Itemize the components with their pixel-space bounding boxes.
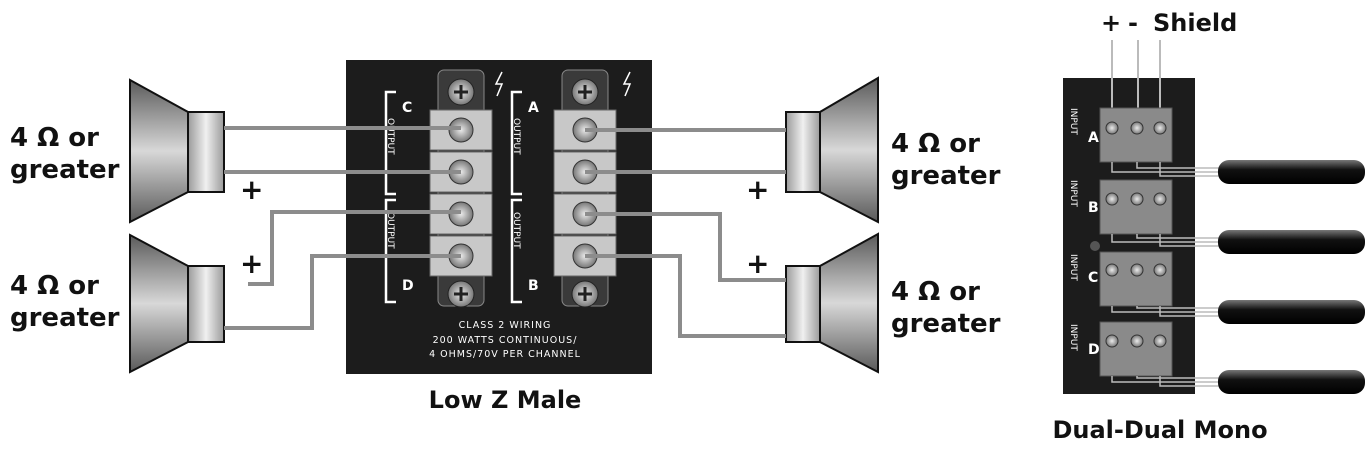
speaker-label-top-left-1: 4 Ω or	[10, 123, 99, 153]
hazard-icon	[494, 71, 504, 97]
header-minus: -	[1128, 9, 1138, 37]
speaker-bottom-right	[785, 232, 879, 374]
bracket-d	[384, 198, 396, 304]
input-word: INPUT	[1068, 180, 1078, 207]
input-word: INPUT	[1068, 324, 1078, 351]
plus-sign: +	[240, 247, 263, 280]
speaker-label-bottom-left-2: greater	[10, 303, 120, 333]
header-shield: Shield	[1153, 9, 1237, 37]
speaker-label-bottom-left-1: 4 Ω or	[10, 271, 99, 301]
speaker-label-top-right-1: 4 Ω or	[891, 129, 980, 159]
bracket-c	[384, 90, 396, 196]
input-word: INPUT	[1068, 108, 1078, 135]
signal-cables	[1218, 160, 1365, 394]
plus-sign: +	[746, 173, 769, 206]
input-connector-d: D INPUT	[1068, 321, 1173, 377]
header-plus: +	[1101, 9, 1121, 37]
speaker-wires	[224, 126, 786, 338]
panel-text-line1: CLASS 2 WIRING	[459, 320, 552, 331]
speaker-label-bottom-right-2: greater	[891, 309, 1001, 339]
output-word-c: OUTPUT	[385, 118, 395, 155]
output-word-a: OUTPUT	[511, 118, 521, 155]
panel-text-line3: 4 OHMS/70V PER CHANNEL	[429, 349, 581, 360]
channel-c-input-label: C	[1088, 270, 1098, 286]
bracket-b	[510, 198, 522, 304]
input-leads	[1111, 162, 1220, 387]
speaker-top-right	[785, 76, 879, 224]
speaker-label-bottom-right-1: 4 Ω or	[891, 277, 980, 307]
output-word-d: OUTPUT	[385, 212, 395, 249]
input-word: INPUT	[1068, 254, 1078, 281]
speaker-bottom-left	[129, 233, 225, 374]
speaker-top-left	[129, 78, 225, 224]
bracket-a	[510, 90, 522, 196]
channel-c-label: C	[402, 100, 412, 116]
terminal-strip-left	[429, 69, 493, 308]
plus-sign: +	[746, 247, 769, 280]
speaker-label-top-right-2: greater	[891, 161, 1001, 191]
plus-sign: +	[240, 173, 263, 206]
channel-a-input-label: A	[1088, 130, 1099, 146]
hazard-icon	[622, 71, 632, 97]
input-connector-b: B INPUT	[1068, 179, 1173, 235]
channel-b-input-label: B	[1088, 200, 1099, 216]
channel-b-label: B	[528, 278, 539, 294]
channel-a-label: A	[528, 100, 539, 116]
dual-mono-caption: Dual-Dual Mono	[1052, 416, 1267, 444]
input-connector-c: C INPUT	[1068, 241, 1173, 307]
speaker-label-top-left-2: greater	[10, 155, 120, 185]
channel-d-label: D	[402, 278, 414, 294]
low-z-caption: Low Z Male	[429, 386, 582, 414]
terminal-strip-right	[553, 69, 617, 308]
panel-text-line2: 200 WATTS CONTINUOUS/	[433, 335, 578, 346]
input-connector-a: A INPUT	[1068, 107, 1173, 163]
output-word-b: OUTPUT	[511, 212, 521, 249]
channel-d-input-label: D	[1088, 342, 1100, 358]
